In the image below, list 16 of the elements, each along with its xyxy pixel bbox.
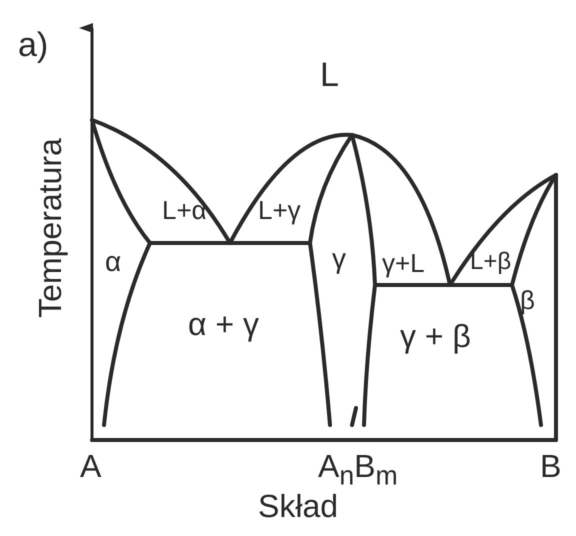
phase-label: β (520, 287, 535, 313)
axis-label: Temperatura (34, 137, 66, 320)
panel-label: a) (18, 28, 48, 62)
phase-label: α (105, 248, 122, 276)
axis-label: Skład (258, 490, 338, 522)
phase-label: γ+L (382, 250, 425, 276)
phase-label: γ (332, 245, 346, 273)
axis-label: A$_{n}$B$_{m}$ (318, 450, 398, 490)
axis-label: A (80, 450, 102, 482)
phase-label: L+γ (258, 197, 301, 223)
phase-label: γ + β (400, 320, 471, 352)
axis-label: B (540, 450, 562, 482)
phase-label: α + γ (188, 308, 259, 340)
phase-label: L+β (470, 250, 512, 274)
phase-label: L+α (162, 197, 207, 223)
phase-label: L (320, 58, 339, 92)
